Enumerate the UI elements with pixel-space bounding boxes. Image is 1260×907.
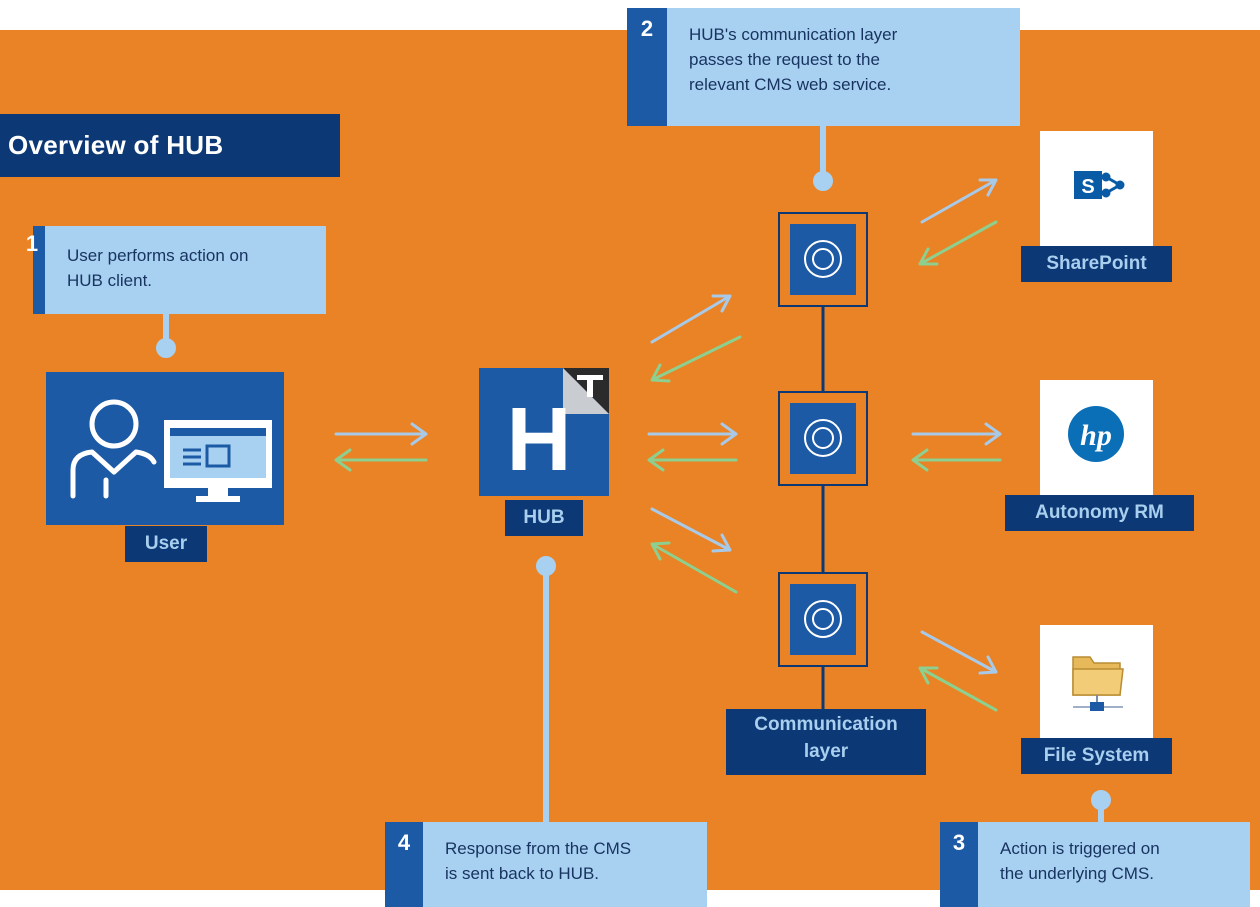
autonomy-node2-response-arrow [911,448,1002,472]
svg-text:hp: hp [1080,419,1112,452]
sharepoint-logo-icon: S [1074,171,1125,199]
step-text: Action is triggered on the underlying CM… [1000,839,1160,883]
hub-node3-request-arrow [650,507,732,553]
user-tile [46,372,284,525]
comm-node-1 [778,212,868,307]
node3-hub-response-arrow [650,541,738,594]
autonomy-tile: hp [1040,380,1153,512]
step-1-dot [156,338,176,358]
node3-filesystem-request-arrow [920,630,998,675]
filesystem-tile [1040,625,1153,757]
node2-autonomy-request-arrow [911,422,1002,446]
step-4-callout: 4 Response from the CMS is sent back to … [385,822,707,907]
step-number: 1 [26,226,45,314]
hub-logo-icon: H [507,368,609,490]
network-folder-icon [1072,656,1124,711]
hp-logo-icon: hp [1068,406,1124,462]
sharepoint-tile: S [1040,131,1153,263]
step-2-dot [813,171,833,191]
svg-text:H: H [507,390,572,490]
svg-text:S: S [1081,176,1094,198]
hub-user-response-arrow [334,448,428,472]
sharepoint-node1-response-arrow [918,220,998,266]
step-3-dot [1091,790,1111,810]
step-text: Response from the CMS is sent back to HU… [445,839,632,883]
page-title: Overview of HUB [8,130,224,160]
hub-tile: H [479,368,609,496]
step-number: 3 [940,822,978,907]
sharepoint-label: SharePoint [1021,246,1172,282]
step-2-callout: 2 HUB's communication layer passes the r… [627,8,1020,126]
user-hub-request-arrow [334,422,428,446]
step-1-callout: 1 User performs action on HUB client. [26,226,326,314]
step-4-dot [536,556,556,576]
user-label: User [125,526,207,562]
filesystem-label: File System [1021,738,1172,774]
node1-hub-response-arrow [650,335,742,383]
step-number: 4 [385,822,423,907]
step-text: User performs action on HUB client. [67,246,249,290]
hub-node1-request-arrow [650,294,732,344]
title-banner: Overview of HUB [0,114,340,177]
gear-icon [804,600,842,638]
node2-hub-response-arrow [647,448,738,472]
hub-node2-request-arrow [647,422,738,446]
gear-icon [804,240,842,278]
step-3-callout: 3 Action is triggered on the underlying … [940,822,1250,907]
comm-node-3 [778,572,868,667]
user-computer-icon [70,399,272,502]
step-text: HUB's communication layer passes the req… [689,25,898,94]
autonomy-label: Autonomy RM [1005,495,1194,531]
step-number: 2 [627,8,667,126]
gear-icon [804,419,842,457]
communication-layer-label: Communication layer [726,709,926,775]
node1-sharepoint-request-arrow [920,178,998,224]
filesystem-node3-response-arrow [918,666,998,712]
hub-label: HUB [505,500,583,536]
comm-node-2 [778,391,868,486]
